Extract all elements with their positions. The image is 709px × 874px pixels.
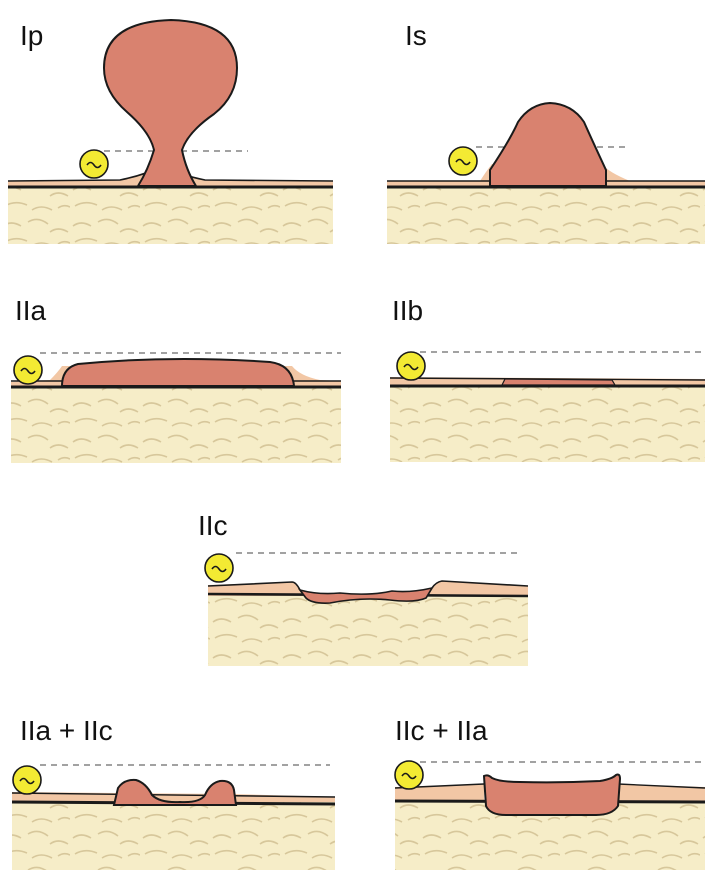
reference-marker-icon: [449, 147, 477, 175]
reference-marker-icon: [13, 766, 41, 794]
panel-ip: Ip: [8, 20, 333, 244]
elevated-depressed-lesion: [114, 780, 236, 805]
panel-label-ip: Ip: [20, 20, 43, 51]
flat-lesion: [502, 379, 615, 385]
panel-label-iia: IIa: [15, 295, 47, 326]
panel-label-iia-plus-iic: IIa + IIc: [20, 715, 113, 746]
elevated-lesion: [62, 359, 294, 386]
panel-iic: IIc: [198, 510, 528, 666]
reference-marker-icon: [397, 352, 425, 380]
reference-marker-icon: [205, 554, 233, 582]
depressed-elevated-lesion: [484, 775, 620, 816]
tissue-block: [11, 387, 341, 463]
tissue-block: [12, 802, 335, 870]
panel-iic-plus-iia: IIc + IIa: [395, 715, 705, 870]
panel-iia: IIa: [11, 295, 341, 463]
tissue-block: [208, 596, 528, 666]
reference-marker-icon: [395, 761, 423, 789]
panel-label-iic: IIc: [198, 510, 228, 541]
panel-label-is: Is: [405, 20, 427, 51]
panel-iia-plus-iic: IIa + IIc: [12, 715, 335, 870]
panel-label-iib: IIb: [392, 295, 423, 326]
tissue-block: [387, 186, 705, 244]
panel-is: Is: [387, 20, 705, 244]
sessile-polyp: [490, 103, 606, 186]
pedunculated-polyp: [104, 20, 237, 186]
reference-marker-icon: [14, 356, 42, 384]
reference-marker-icon: [80, 150, 108, 178]
panel-iib: IIb: [390, 295, 705, 462]
panel-label-iic-plus-iia: IIc + IIa: [395, 715, 488, 746]
tissue-block: [390, 386, 705, 462]
tissue-block: [8, 186, 333, 244]
